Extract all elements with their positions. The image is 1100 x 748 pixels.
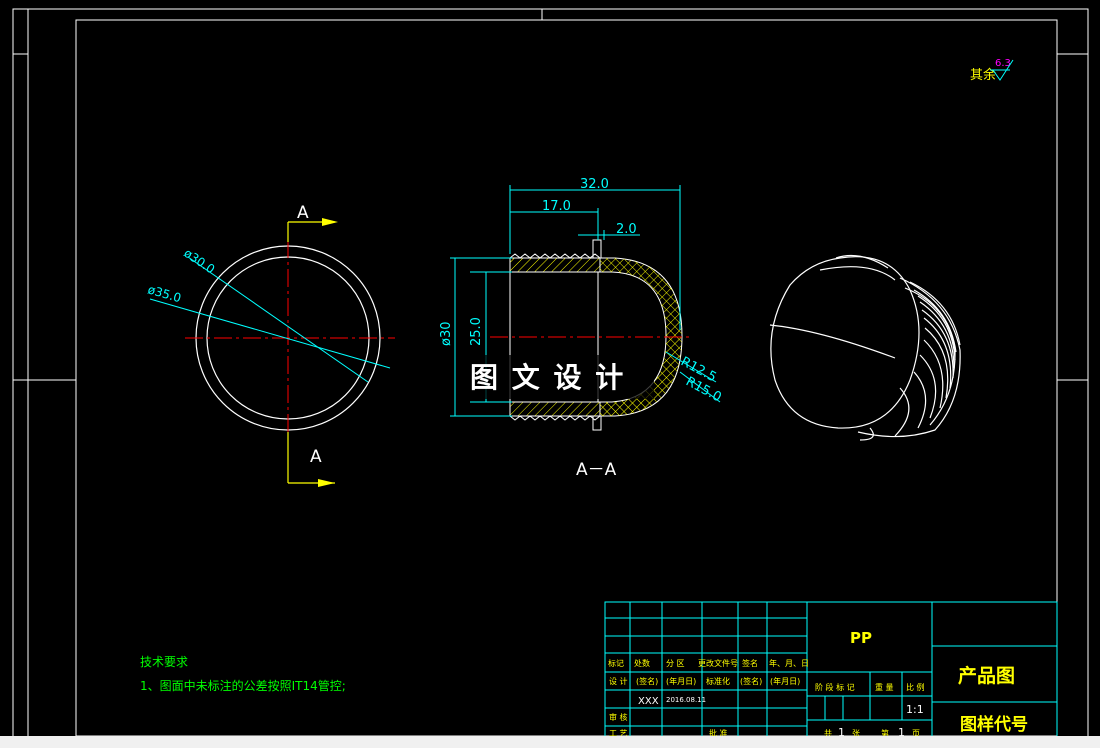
row-header-date: 年、月、日 xyxy=(769,658,809,668)
design-sign: (签名) xyxy=(636,676,658,686)
title-block-text: PP 产品图 图样代号 标记 处数 分 区 更改文件号 签名 年、月、日 设 计… xyxy=(608,629,1028,739)
drawing-name: 产品图 xyxy=(958,664,1015,687)
roughness-label: 其余 xyxy=(970,67,996,83)
sheet-no-label: 第 xyxy=(881,728,889,738)
row-header-mark: 标记 xyxy=(608,658,624,668)
dim-flange-width: 2.0 xyxy=(616,222,637,237)
dim-total-length: 32.0 xyxy=(580,177,609,192)
tech-requirements: 技术要求 1、图面中未标注的公差按照IT14管控; xyxy=(140,655,346,693)
dim-inner-diameter: ø30.0 xyxy=(181,246,217,277)
sheet-total-label: 共 xyxy=(824,729,832,738)
designer-name: XXX xyxy=(638,696,659,707)
dim-height-30: ø30 xyxy=(439,322,454,347)
tech-requirements-title: 技术要求 xyxy=(140,655,188,669)
standardize-label: 标准化 xyxy=(706,676,730,686)
roughness-symbol: 其余 6.3 xyxy=(970,58,1014,83)
scale-header: 比 例 xyxy=(906,682,925,692)
dim-outer-diameter: ø35.0 xyxy=(146,282,183,305)
standardize-sign: (签名) xyxy=(740,676,762,686)
sheet-total-unit: 张 xyxy=(852,729,860,738)
standardize-date: (年月日) xyxy=(770,676,800,686)
isometric-view xyxy=(769,255,961,441)
material: PP xyxy=(850,629,872,647)
design-date-value: 2016.08.11 xyxy=(666,696,706,704)
weight-header: 重 量 xyxy=(875,682,894,692)
row-header-sign: 签名 xyxy=(742,658,758,668)
approve-label: 批 准 xyxy=(709,728,728,738)
review-label: 审 核 xyxy=(609,712,628,722)
row-header-zone: 分 区 xyxy=(666,659,685,668)
design-label: 设 计 xyxy=(609,676,628,686)
section-caption: A－A xyxy=(576,460,617,480)
section-dimensions xyxy=(450,185,721,417)
watermark-text: 图 文 设 计 xyxy=(470,361,625,394)
section-letter-top: A xyxy=(297,203,309,223)
design-date: (年月日) xyxy=(666,676,696,686)
sheet-no-unit: 页 xyxy=(912,729,920,738)
roughness-value: 6.3 xyxy=(995,58,1011,69)
sheet-no: 1 xyxy=(898,726,905,739)
dim-height-25: 25.0 xyxy=(469,317,484,346)
row-header-count: 处数 xyxy=(634,658,650,668)
front-view: A A ø30.0 ø35.0 xyxy=(146,203,395,487)
scale-value: 1:1 xyxy=(906,703,924,716)
tech-requirements-item1: 1、图面中未标注的公差按照IT14管控; xyxy=(140,678,346,693)
section-letter-bottom: A xyxy=(310,447,322,467)
watermark: 图 文 设 计 xyxy=(462,355,654,399)
sheet-total: 1 xyxy=(838,726,845,739)
process-label: 工 艺 xyxy=(609,729,628,738)
stage-header: 阶 段 标 记 xyxy=(815,682,855,692)
dim-thread-length: 17.0 xyxy=(542,199,571,214)
row-header-change-doc: 更改文件号 xyxy=(698,658,738,668)
drawing-code-label: 图样代号 xyxy=(960,714,1028,735)
window-bottom-bar xyxy=(0,736,1100,748)
section-view: 32.0 17.0 2.0 ø30 25.0 R12.5 R15.0 A－A xyxy=(439,177,724,480)
